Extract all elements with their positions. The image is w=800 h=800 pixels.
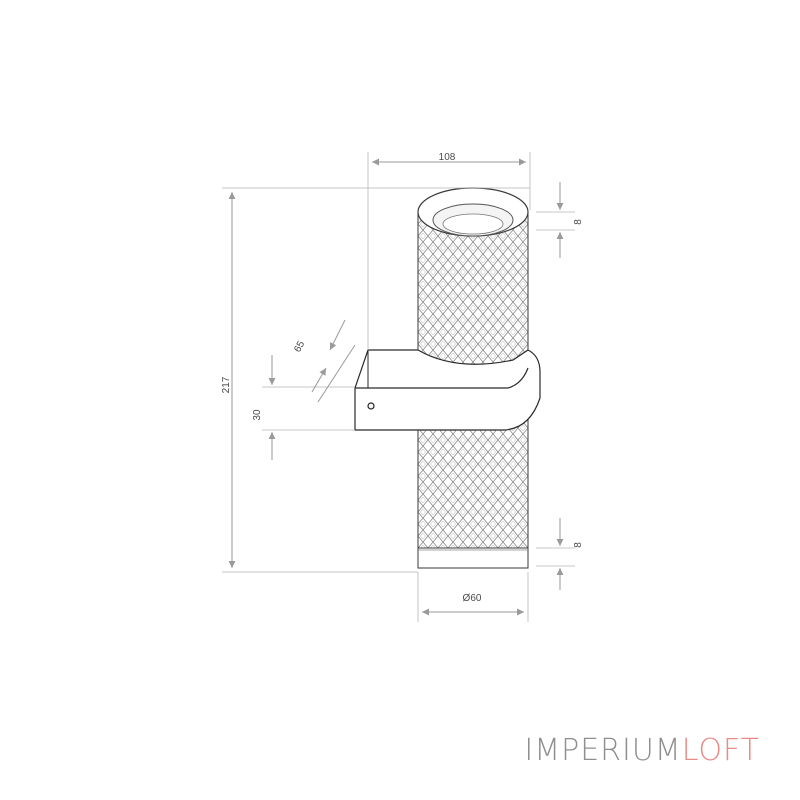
extension-lines xyxy=(222,152,575,622)
upper-cylinder xyxy=(417,187,529,383)
dim-line-bracket-angle-b xyxy=(311,367,327,393)
dim-diameter-label: Ø60 xyxy=(463,593,482,604)
dim-bracket-height-label: 30 xyxy=(252,409,263,421)
dim-height-label: 217 xyxy=(221,376,232,393)
dim-bracket-width-label: 65 xyxy=(292,339,307,354)
dim-width-label: 108 xyxy=(439,152,456,163)
dim-bottom-ring-label: 8 xyxy=(573,542,584,548)
brand-logo-part1: IMPERIUM xyxy=(524,733,682,768)
mounting-bracket xyxy=(354,349,541,431)
screw-hole-icon xyxy=(367,402,375,410)
dim-line-bracket-angle-a xyxy=(329,319,346,351)
brand-logo: IMPERIUMLOFT xyxy=(524,733,760,768)
top-ring-lens xyxy=(442,213,504,235)
brand-logo-part2: LOFT xyxy=(681,733,760,768)
dim-top-ring-label: 8 xyxy=(573,219,584,225)
dim-line-bracket-angle xyxy=(317,344,356,403)
bottom-ring xyxy=(417,547,529,569)
